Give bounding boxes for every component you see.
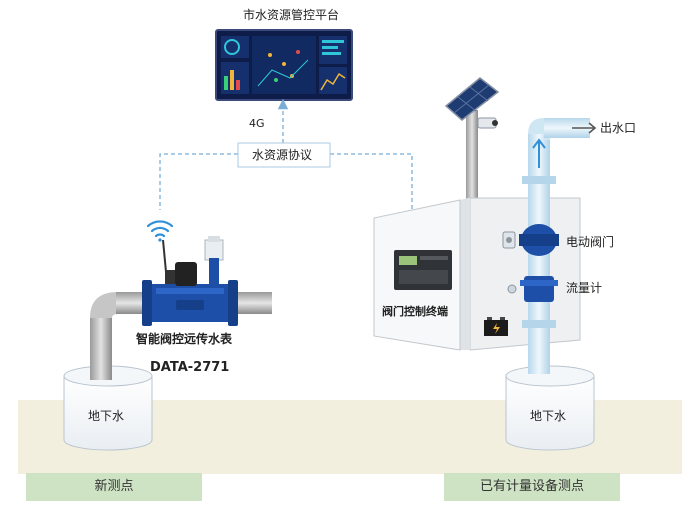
meter-model: DATA-2771 bbox=[150, 360, 230, 375]
valve-control-terminal bbox=[394, 250, 452, 290]
terminal-label: 阀门控制终端 bbox=[382, 305, 448, 318]
network-label: 4G bbox=[249, 117, 265, 130]
right-well bbox=[505, 365, 595, 451]
right-footer: 已有计量设备测点 bbox=[444, 473, 620, 501]
flowmeter-label: 流量计 bbox=[566, 281, 603, 295]
left-well-label: 地下水 bbox=[88, 409, 125, 423]
battery-icon bbox=[484, 317, 508, 336]
platform-screen bbox=[215, 29, 353, 101]
solar-panel-icon bbox=[444, 77, 500, 121]
network-links bbox=[159, 98, 413, 212]
platform-title: 市水资源管控平台 bbox=[243, 8, 340, 22]
left-footer: 新测点 bbox=[26, 473, 202, 501]
electric-valve bbox=[502, 224, 559, 256]
protocol-label: 水资源协议 bbox=[252, 148, 313, 162]
protocol-box bbox=[237, 142, 331, 168]
smart-water-meter bbox=[142, 236, 238, 326]
valve-label: 电动阀门 bbox=[566, 235, 615, 249]
outlet-label: 出水口 bbox=[600, 121, 637, 135]
wifi-icon bbox=[146, 220, 174, 242]
arrow-right-icon bbox=[572, 122, 597, 134]
outlet-pipe bbox=[522, 118, 590, 374]
camera-icon bbox=[477, 117, 498, 129]
arrow-up-icon bbox=[532, 138, 546, 168]
right-well-label: 地下水 bbox=[530, 409, 567, 423]
meter-name: 智能阀控远传水表 bbox=[136, 332, 233, 346]
flow-meter bbox=[507, 276, 558, 302]
solar-pole bbox=[466, 110, 478, 200]
